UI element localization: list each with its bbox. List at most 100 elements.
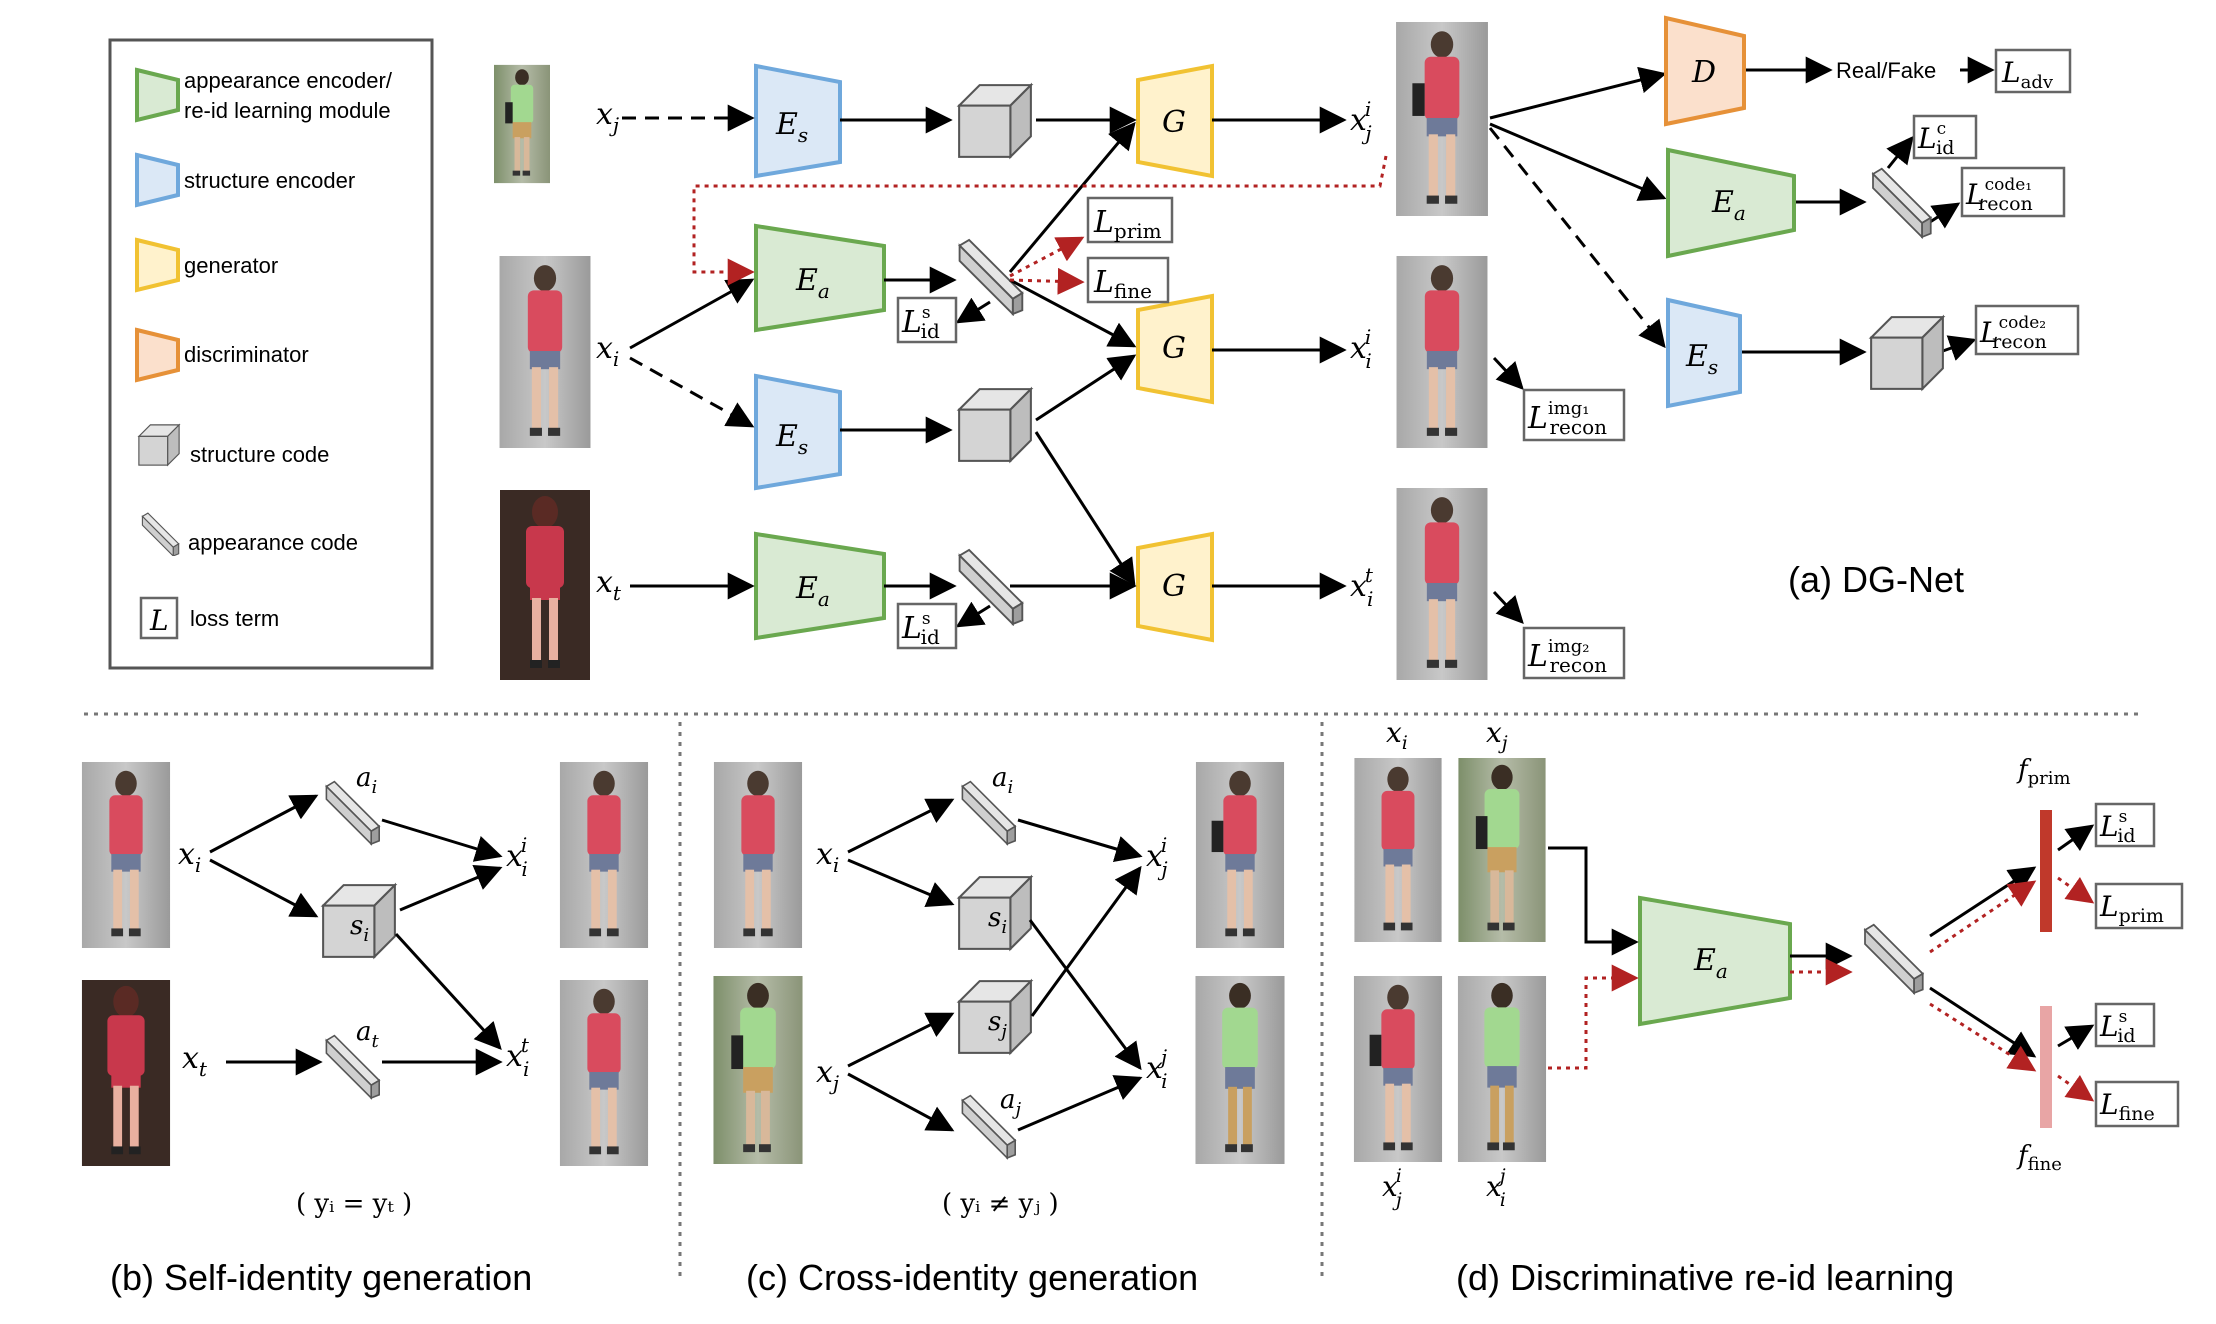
ea-1-label: Ea — [795, 263, 830, 303]
generator-g-3 — [1136, 531, 1214, 643]
svg-text:Lfine: Lfine — [1093, 265, 1152, 303]
panel-d-arrows — [1548, 824, 2095, 1058]
image-xii — [1396, 256, 1488, 448]
image-c-xj — [713, 976, 803, 1164]
g-1-label: G — [1162, 105, 1186, 140]
legend-generator-label: generator — [184, 253, 278, 278]
legend-appearance-encoder-label-2: re-id learning module — [184, 98, 391, 123]
structure-code-ji — [1870, 316, 1944, 390]
ea-2-label: Ea — [795, 571, 830, 611]
real-fake-label: Real/Fake — [1836, 58, 1936, 83]
b-label-ai: ai — [356, 763, 377, 798]
structure-code-j — [958, 84, 1032, 158]
label-xi: xi — [596, 331, 619, 371]
panel-a-title: (a) DG-Net — [1788, 559, 1964, 600]
appearance-code-i — [958, 238, 1024, 315]
generator-g-1 — [1136, 63, 1214, 179]
legend-appearance-encoder-label: appearance encoder/ — [184, 68, 393, 93]
c-condition: ( yᵢ ≠ yⱼ ) — [942, 1189, 1059, 1219]
f-fine-label: ffine — [2016, 1141, 2062, 1175]
b-condition: ( yᵢ = yₜ ) — [296, 1189, 412, 1219]
legend-appearance-code-label: appearance code — [188, 530, 358, 555]
c-label-si: si — [988, 903, 1007, 938]
legend-loss-term-label: loss term — [190, 606, 279, 631]
image-xji — [1396, 22, 1488, 216]
legend: appearance encoder/ re-id learning modul… — [108, 38, 434, 670]
c-label-ai: ai — [992, 763, 1013, 798]
ea-3-label: Ea — [1711, 185, 1746, 225]
svg-text:Ladv: Ladv — [2001, 56, 2054, 93]
structure-code-icon — [138, 424, 180, 466]
es-3-label: Es — [1685, 339, 1718, 379]
loss-L-fine-a: Lfine — [1086, 256, 1170, 304]
f-fine-bar — [2040, 1006, 2052, 1128]
image-c-xij — [1195, 976, 1285, 1164]
generator-g-2 — [1136, 293, 1214, 405]
appearance-encoder-ea-3 — [1666, 147, 1796, 259]
appearance-encoder-ea-1 — [754, 223, 886, 333]
panel-d-title: (d) Discriminative re-id learning — [1456, 1257, 1954, 1298]
label-xt: xt — [596, 565, 622, 605]
g-3-label: G — [1162, 569, 1186, 604]
c-label-xj: xj — [816, 1055, 839, 1095]
loss-L-fine-d: Lfine — [2094, 1080, 2180, 1128]
structure-encoder-es-2 — [754, 373, 842, 491]
image-c-xji — [1195, 762, 1285, 948]
image-b-xi — [81, 762, 171, 948]
c-label-xi: xi — [816, 837, 839, 877]
structure-encoder-es-1 — [754, 63, 842, 179]
image-d-xi — [1354, 758, 1442, 942]
image-b-xii — [559, 762, 649, 948]
loss-L-prim-a: Lprim — [1086, 196, 1174, 244]
b-label-xt: xt — [182, 1041, 208, 1081]
legend-discriminator-label: discriminator — [184, 342, 309, 367]
panel-c-title: (c) Cross-identity generation — [746, 1257, 1198, 1298]
discriminator-icon — [135, 327, 180, 383]
d-label-xi: xi — [1386, 716, 1408, 754]
structure-code-i — [958, 388, 1032, 462]
structure-encoder-es-3 — [1666, 297, 1742, 409]
b-label-si: si — [350, 911, 369, 946]
svg-text:Lfine: Lfine — [2099, 1088, 2155, 1125]
panel-a-arrows — [622, 56, 1995, 628]
image-b-xt — [81, 980, 171, 1166]
generator-icon — [135, 237, 180, 293]
d-appearance-code — [1864, 923, 1924, 994]
loss-L-prim-d: Lprim — [2094, 882, 2184, 930]
panel-a-red-paths — [692, 155, 1388, 295]
image-xi — [499, 256, 591, 448]
legend-structure-code-label: structure code — [190, 442, 329, 467]
c-label-aj: aj — [1000, 1085, 1022, 1120]
appearance-encoder-ea-2 — [754, 531, 886, 641]
image-xit — [1396, 488, 1488, 680]
panel-b-title: (b) Self-identity generation — [110, 1257, 532, 1298]
es-2-label: Es — [775, 419, 808, 459]
svg-text:Lprim: Lprim — [1093, 205, 1162, 243]
loss-L-adv: Ladv — [1994, 48, 2072, 94]
f-prim-bar — [2040, 810, 2052, 932]
image-d-xij — [1457, 976, 1547, 1162]
d-appearance-encoder-ea — [1638, 895, 1792, 1027]
